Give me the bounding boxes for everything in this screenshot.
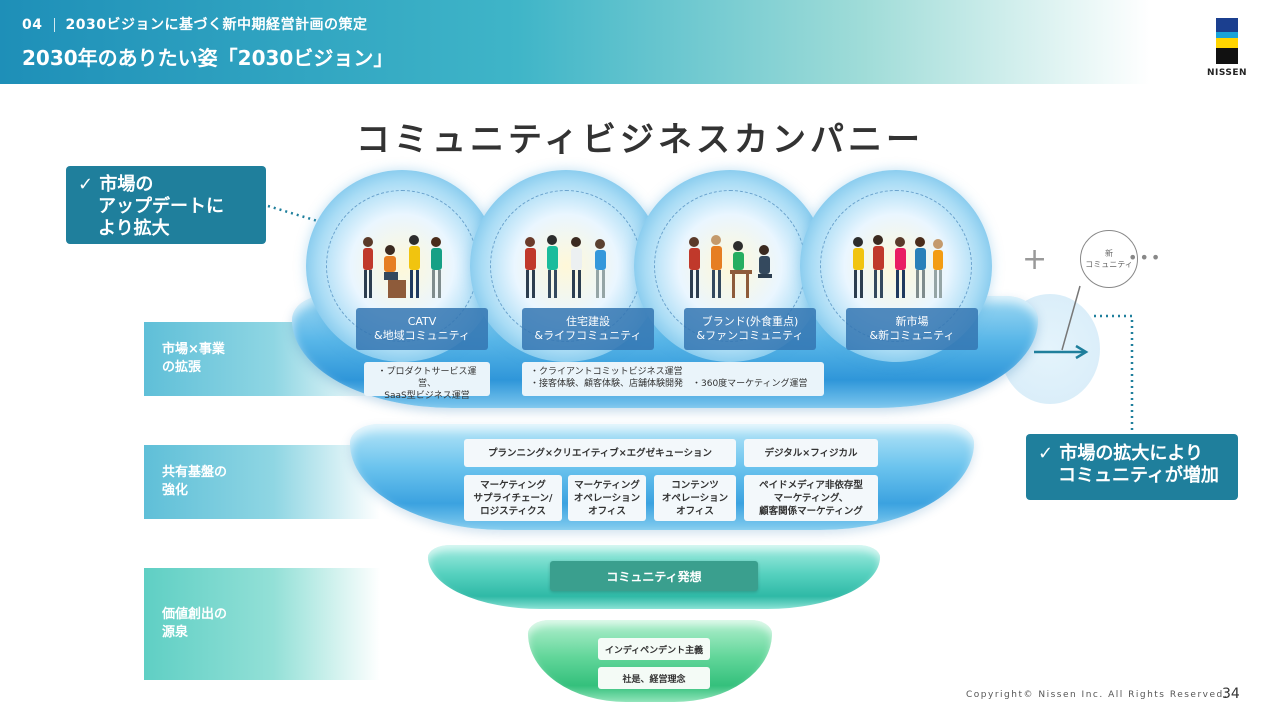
callout-market-update: ✓ 市場の アップデートに より拡大 xyxy=(66,166,266,244)
community-label-housing: 住宅建設&ライフコミュニティ xyxy=(522,308,654,350)
community-label-brand: ブランド(外食重点)&ファンコミュニティ xyxy=(684,308,816,350)
box-line: マーケティング xyxy=(480,479,546,491)
note-line: ・クライアントコミットビジネス運営 xyxy=(530,367,683,377)
note-line: ・360度マーケティング運営 xyxy=(692,379,808,389)
community-idea-box: コミュニティ発想 xyxy=(550,561,758,591)
callout-line: より拡大 xyxy=(98,218,170,239)
callout-line: アップデートに xyxy=(98,196,224,217)
new-community-line: コミュニティ xyxy=(1085,260,1133,269)
platform-scm: マーケティングサプライチェーン/ロジスティクス xyxy=(464,475,562,521)
people-illustration-icon xyxy=(525,235,606,298)
box-line: マーケティング xyxy=(574,479,640,491)
new-community-line: 新 xyxy=(1105,249,1113,258)
business-note: ・プロダクトサービス運営、 SaaS型ビジネス運営 xyxy=(364,362,490,401)
box-line: オフィス xyxy=(588,505,626,517)
box-line: 顧客関係マーケティング xyxy=(759,505,863,517)
people-illustration-icon xyxy=(363,235,442,298)
section-heading: 04 2030ビジョンに基づく新中期経営計画の策定 xyxy=(22,14,367,34)
box-line: マーケティング、 xyxy=(773,492,849,504)
ellipsis-icon: ••• xyxy=(1128,248,1163,267)
people-illustration-icon xyxy=(853,235,943,298)
header-band xyxy=(0,0,1150,84)
community-label-line: 住宅建設 xyxy=(566,315,610,328)
box-line: オフィス xyxy=(676,505,714,517)
people-illustration-icon xyxy=(689,235,772,298)
community-label-line: &新コミュニティ xyxy=(869,329,955,342)
community-label-line: &地域コミュニティ xyxy=(374,329,470,342)
callout-line: ✓ 市場の拡大により xyxy=(1038,443,1203,464)
callout-line: ✓ 市場の xyxy=(78,174,154,195)
community-label-line: ブランド(外食重点) xyxy=(701,315,799,328)
box-line: ロジスティクス xyxy=(480,505,546,517)
side-label-line: 共有基盤の xyxy=(162,465,228,480)
box-line: コンテンツ xyxy=(671,479,719,491)
community-label-catv: CATV&地域コミュニティ xyxy=(356,308,488,350)
note-line: SaaS型ビジネス運営 xyxy=(384,391,470,401)
dotted-connector xyxy=(1061,285,1134,436)
callout-line: コミュニティが増加 xyxy=(1058,465,1219,486)
page-title: 2030年のありたい姿「2030ビジョン」 xyxy=(22,46,394,70)
copyright: Copyright© Nissen Inc. All Rights Reserv… xyxy=(966,690,1229,700)
community-label-line: CATV xyxy=(407,315,437,328)
note-line: ・接客体験、顧客体験、店舗体験開発 xyxy=(530,379,684,389)
section-number: 04 xyxy=(22,17,43,33)
section-title: 2030ビジョンに基づく新中期経営計画の策定 xyxy=(65,17,368,33)
side-label-line: 市場×事業 xyxy=(162,342,225,357)
plus-icon: + xyxy=(1022,242,1048,277)
box-line: サプライチェーン/ xyxy=(473,492,553,504)
platform-digital: デジタル×フィジカル xyxy=(744,439,878,467)
platform-content-ops: コンテンツオペレーションオフィス xyxy=(654,475,736,521)
community-label-line: &ライフコミュニティ xyxy=(534,329,642,342)
box-line: オペレーション xyxy=(661,492,729,504)
side-label-platform: 共有基盤の強化 xyxy=(144,445,380,519)
business-note: ・クライアントコミットビジネス運営 ・接客体験、顧客体験、店舗体験開発 ・360… xyxy=(522,362,824,396)
page-number: 34 xyxy=(1222,686,1240,702)
independent-box: インディペンデント主義 xyxy=(598,638,710,660)
side-label-line: 強化 xyxy=(162,483,189,498)
note-line: ・プロダクトサービス運営、 xyxy=(377,367,477,389)
community-label-new-market: 新市場&新コミュニティ xyxy=(846,308,978,350)
arrow-right-icon xyxy=(1034,344,1089,360)
community-label-line: 新市場 xyxy=(895,315,929,328)
community-label-line: &ファンコミュニティ xyxy=(696,329,804,342)
main-title: コミュニティビジネスカンパニー xyxy=(356,120,924,160)
platform-paid-media: ペイドメディア非依存型マーケティング、顧客関係マーケティング xyxy=(744,475,878,521)
divider xyxy=(54,18,56,32)
new-community-circle: 新 コミュニティ xyxy=(1080,230,1138,288)
side-label-line: 価値創出の xyxy=(162,607,228,622)
corporate-motto-box: 社是、経営理念 xyxy=(598,667,710,689)
side-label-line: 源泉 xyxy=(162,625,189,640)
side-label-line: の拡張 xyxy=(162,360,202,375)
side-label-source: 価値創出の源泉 xyxy=(144,568,380,680)
box-line: オペレーション xyxy=(573,492,641,504)
logo-text: NISSEN xyxy=(1206,68,1248,78)
box-line: ペイドメディア非依存型 xyxy=(759,479,863,491)
platform-planning: プランニング×クリエイティブ×エグゼキューション xyxy=(464,439,736,467)
nissen-logo-icon xyxy=(1216,18,1238,64)
platform-marketing-ops: マーケティングオペレーションオフィス xyxy=(568,475,646,521)
tier-source xyxy=(528,620,772,702)
callout-community-increase: ✓ 市場の拡大により コミュニティが増加 xyxy=(1026,434,1238,500)
